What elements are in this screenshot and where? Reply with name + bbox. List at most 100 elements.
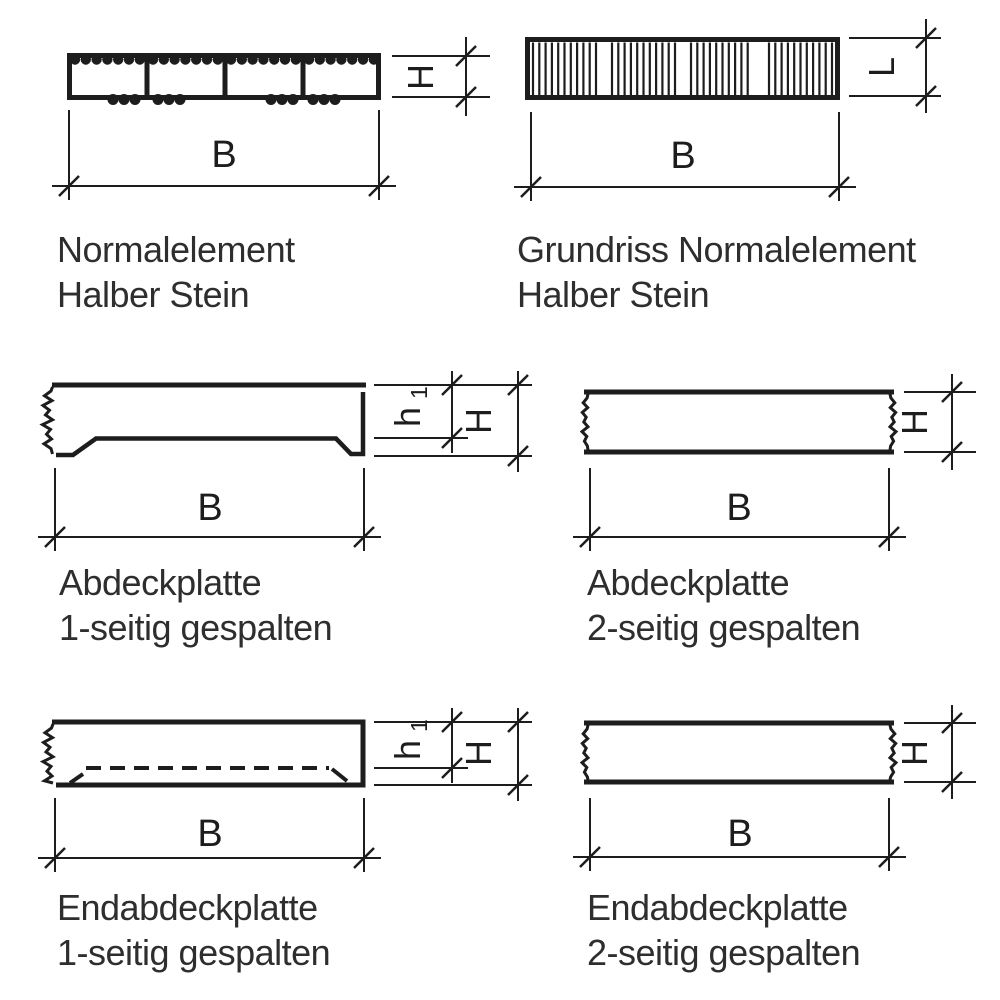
scallop <box>174 94 186 105</box>
dim-width: B <box>52 110 396 200</box>
caption-normalelement: Normalelement Halber Stein <box>57 227 295 317</box>
caption-line-1: Normalelement <box>57 229 295 270</box>
scallop <box>91 54 102 65</box>
dim-tick <box>441 711 463 733</box>
split-edge <box>579 393 591 451</box>
dim-label-width: B <box>197 813 222 855</box>
split-edge <box>887 724 899 781</box>
dim-height: H <box>894 705 976 799</box>
scallop <box>247 54 258 65</box>
top-profile-scallops <box>69 54 379 65</box>
dim-tick <box>915 85 937 107</box>
scallop <box>169 54 180 65</box>
scallop <box>180 54 191 65</box>
dim-label-height: H <box>894 409 935 435</box>
dim-width: B <box>573 798 906 871</box>
scallop <box>147 54 159 65</box>
scallop <box>129 94 141 105</box>
dim-tick <box>579 846 601 868</box>
dim-tick <box>878 846 900 868</box>
caption-line-1: Endabdeckplatte <box>587 887 848 928</box>
dim-tick <box>441 427 463 449</box>
dim-width: B <box>38 468 381 551</box>
underside-profile <box>56 392 366 458</box>
dim-tick <box>44 526 66 548</box>
scallop <box>69 54 81 65</box>
dim-tick <box>455 45 477 67</box>
dim-tick <box>878 526 900 548</box>
element-outline <box>67 53 381 100</box>
figure-normalelement-section: H B <box>52 37 490 200</box>
dim-tick <box>368 175 390 197</box>
scallop <box>279 54 291 65</box>
figure-endabdeckplatte-1-seitig: h 1 H B <box>38 708 532 872</box>
scallop <box>123 54 135 65</box>
dim-label-height: L <box>861 57 902 77</box>
dim-width: B <box>38 798 381 872</box>
scallop <box>258 54 269 65</box>
caption-grundriss-normalelement: Grundriss Normalelement Halber Stein <box>517 227 916 317</box>
dim-tick <box>353 847 375 869</box>
scallop <box>276 94 288 105</box>
dim-tick <box>441 374 463 396</box>
scallop <box>265 94 277 105</box>
caption-line-2: 1-seitig gespalten <box>57 932 331 973</box>
scallop <box>287 94 299 105</box>
scallop <box>118 94 130 105</box>
dim-label-inner-height-sub: 1 <box>406 386 432 399</box>
scallop <box>152 94 164 105</box>
scallop <box>212 54 223 65</box>
dim-tick <box>941 381 963 403</box>
split-edges <box>39 386 899 785</box>
dim-label-height: H <box>458 740 499 766</box>
caption-endabdeckplatte-1-seitig: Endabdeckplatte 1-seitig gespalten <box>57 885 331 975</box>
caption-line-1: Grundriss Normalelement <box>517 229 916 270</box>
caption-line-1: Endabdeckplatte <box>57 887 318 928</box>
hidden-recess-corner <box>68 772 85 785</box>
scallop <box>347 54 358 65</box>
dim-label-height: H <box>894 740 935 766</box>
figure-endabdeckplatte-2-seitig: H B <box>573 705 976 871</box>
dim-label-height: H <box>400 64 441 90</box>
dimension-ticks <box>44 27 963 869</box>
caption-line-1: Abdeckplatte <box>59 562 262 603</box>
caption-line-2: 2-seitig gespalten <box>587 607 861 648</box>
dim-label-inner-height: h <box>387 740 428 760</box>
dim-tick <box>579 526 601 548</box>
scallop <box>336 54 347 65</box>
dim-height: H <box>894 374 976 470</box>
split-edge <box>39 386 56 455</box>
dim-tick <box>353 526 375 548</box>
caption-line-2: Halber Stein <box>57 274 250 315</box>
scallop <box>201 54 213 65</box>
dim-tick <box>58 175 80 197</box>
dim-tick <box>941 712 963 734</box>
dim-tick <box>941 771 963 793</box>
scallop <box>102 54 113 65</box>
split-edge <box>39 723 56 785</box>
caption-abdeckplatte-1-seitig: Abdeckplatte 1-seitig gespalten <box>59 560 333 650</box>
dim-tick <box>507 711 529 733</box>
plate-outline <box>52 719 366 788</box>
caption-abdeckplatte-2-seitig: Abdeckplatte 2-seitig gespalten <box>587 560 861 650</box>
split-edge <box>579 724 591 781</box>
dim-label-width: B <box>670 135 695 177</box>
scallop <box>163 94 175 105</box>
scallop <box>80 54 92 65</box>
dim-tick <box>941 441 963 463</box>
scallop <box>158 54 169 65</box>
scallop <box>307 94 319 105</box>
dim-height: L <box>849 19 941 113</box>
caption-endabdeckplatte-2-seitig: Endabdeckplatte 2-seitig gespalten <box>587 885 861 975</box>
hidden-recess-corner <box>330 767 349 783</box>
bottom-profile-scallops <box>107 94 341 105</box>
caption-line-2: Halber Stein <box>517 274 710 315</box>
scallop <box>191 54 202 65</box>
caption-line-1: Abdeckplatte <box>587 562 790 603</box>
caption-line-2: 1-seitig gespalten <box>59 607 333 648</box>
caption-line-2: 2-seitig gespalten <box>587 932 861 973</box>
dim-tick <box>520 176 542 198</box>
hatch-pattern <box>531 42 834 95</box>
scallop <box>329 94 341 105</box>
